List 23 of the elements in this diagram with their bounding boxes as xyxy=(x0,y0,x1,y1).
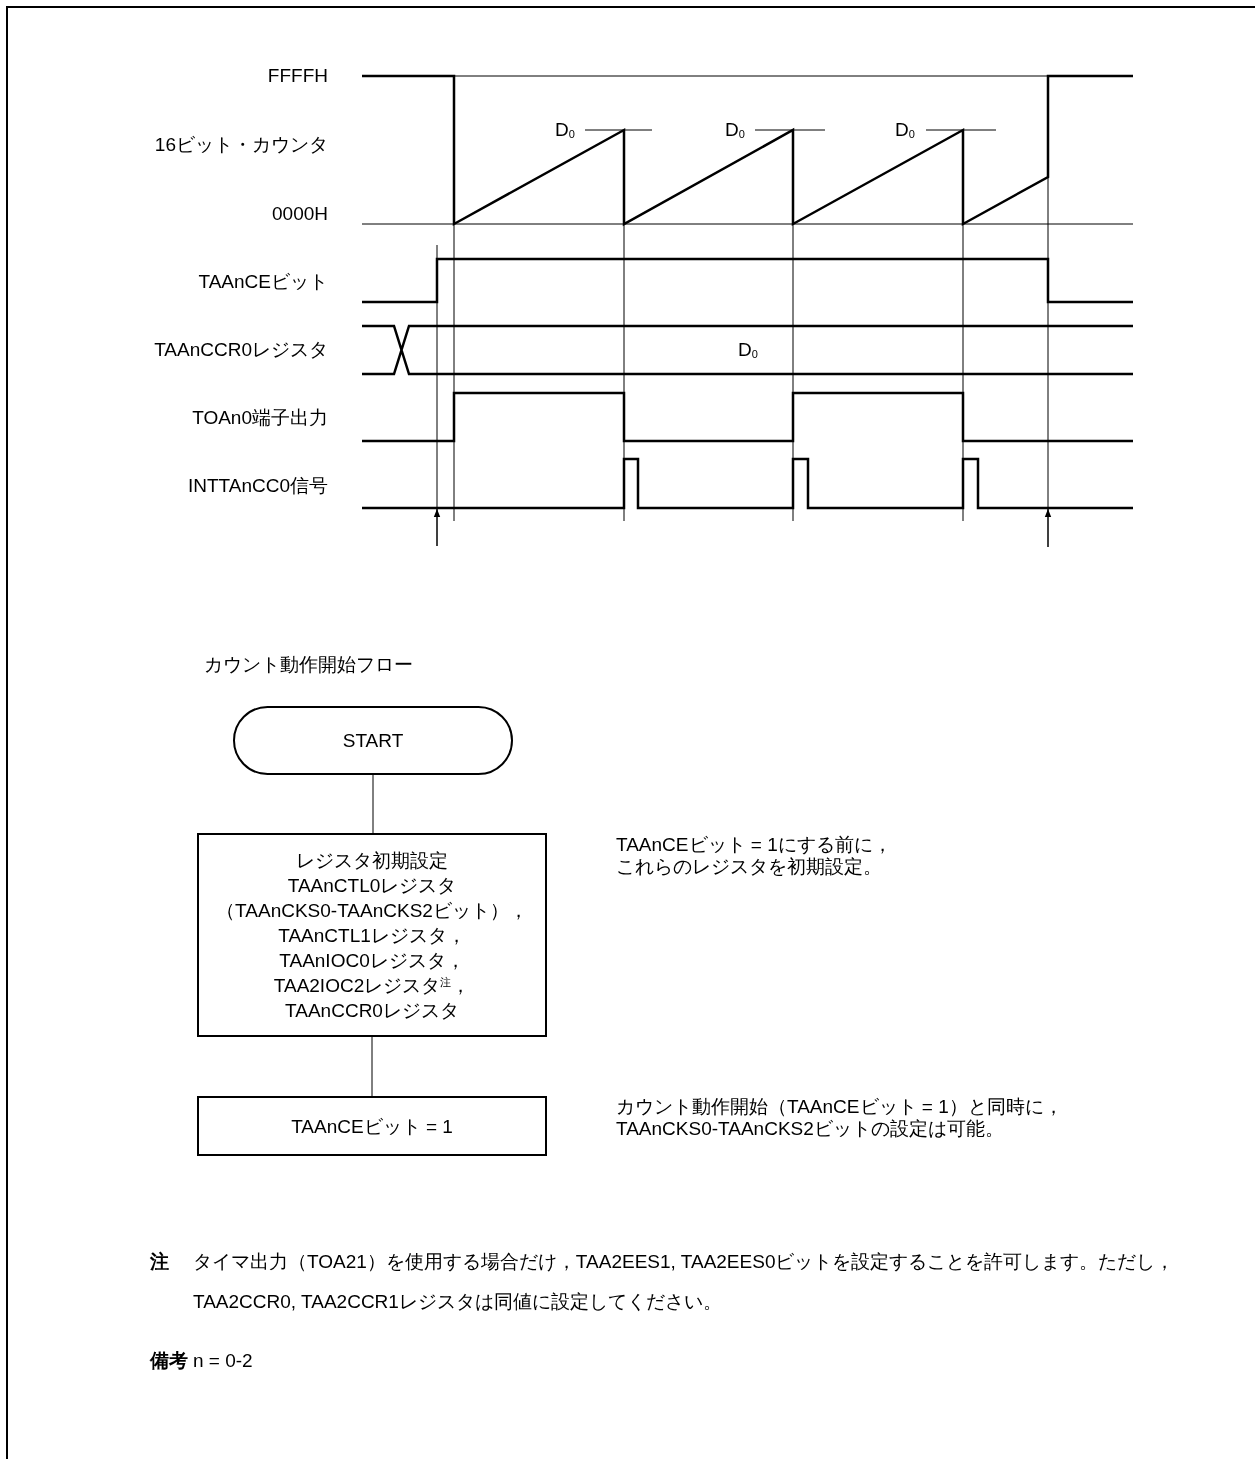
side-note: カウント動作開始（TAAnCEビット = 1）と同時に，TAAnCKS0-TAAnCKS2ビットの設定は可能。 xyxy=(616,1096,1064,1140)
signal-name: TAAnCCR0レジスタ xyxy=(154,338,328,362)
start-terminal: START xyxy=(233,706,513,775)
flow-heading: カウント動作開始フロー xyxy=(204,653,413,677)
connector-line xyxy=(371,1036,373,1097)
note-mark: 注 xyxy=(150,1250,169,1274)
signal-name: 16ビット・カウンタ xyxy=(154,133,328,157)
note-text: タイマ出力（TOA21）を使用する場合だけ，TAA2EES1, TAA2EES0ビットを設定することを許可します。ただし，TAA2CCR0, TAA2CCR1レジスタは同値に設定してください。 xyxy=(193,1250,1176,1314)
value-label: D$_{0}$ xyxy=(738,338,758,362)
signal-name: TOAn0端子出力 xyxy=(192,406,328,430)
side-note: TAAnCEビット = 1にする前に，これらのレジスタを初期設定。 xyxy=(616,834,893,878)
remark-text: n = 0-2 xyxy=(193,1349,253,1373)
value-label: D$_{0}$ xyxy=(725,118,745,142)
level-label: 0000H xyxy=(272,202,328,226)
connector-line xyxy=(372,774,374,834)
remark-mark: 備考 xyxy=(150,1349,188,1373)
value-label: D$_{0}$ xyxy=(895,118,915,142)
process-box: レジスタ初期設定 TAAnCTL0レジスタ （TAAnCKS0-TAAnCKS2ビット）， TAAnCTL1レジスタ， TAAnIOC0レジスタ， TAA2IOC2レジスタ$^{注}$， TAAnCCR0レジスタ xyxy=(197,833,547,1037)
process-box: TAAnCEビット = 1 xyxy=(197,1096,547,1156)
signal-name: TAAnCEビット xyxy=(198,270,328,294)
value-label: D$_{0}$ xyxy=(555,118,575,142)
signal-name: INTTAnCC0信号 xyxy=(187,474,328,498)
level-label: FFFFH xyxy=(267,64,328,88)
